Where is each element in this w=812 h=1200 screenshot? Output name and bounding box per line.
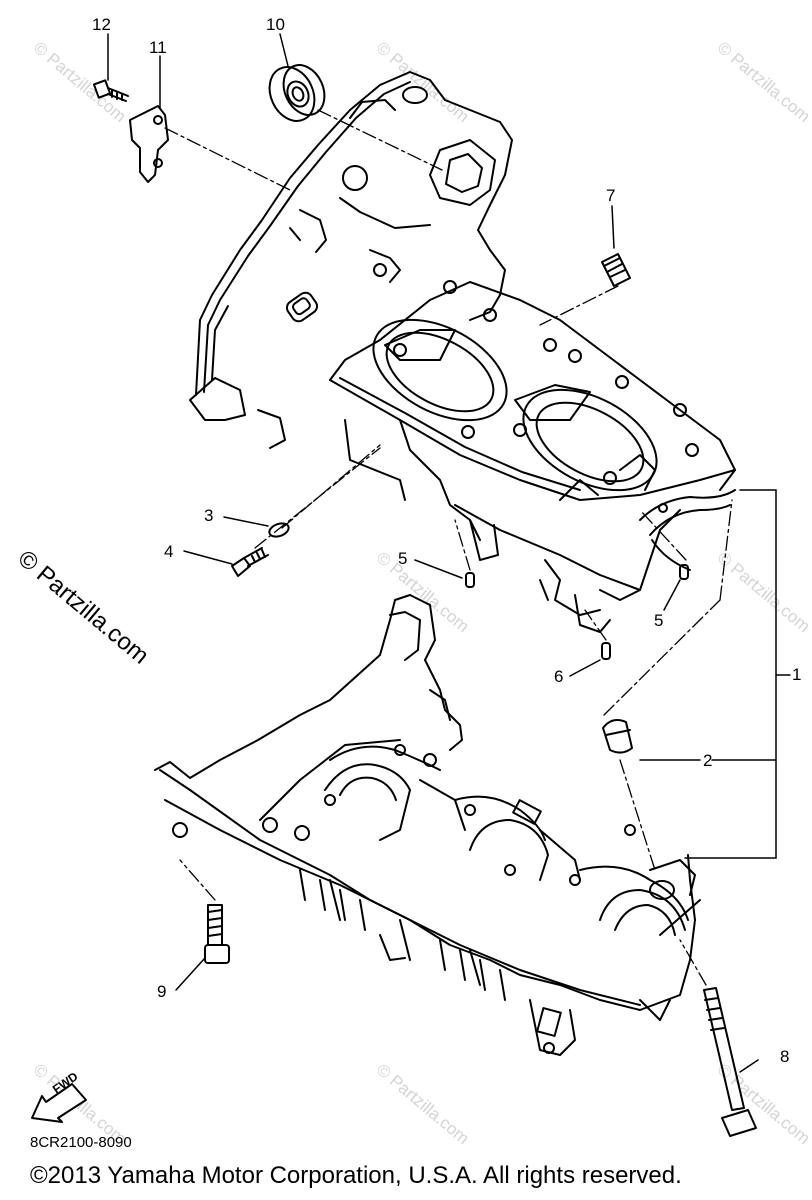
callout-2: 2 — [703, 751, 713, 770]
bolt-4 — [231, 547, 269, 577]
callout-7: 7 — [606, 186, 616, 205]
callout-8: 8 — [780, 1047, 790, 1066]
bolt-12 — [92, 79, 129, 102]
callout-5-left: 5 — [398, 549, 408, 568]
callout-11: 11 — [149, 38, 167, 57]
callout-4: 4 — [164, 542, 174, 561]
diagram-code: 8CR2100-8090 — [30, 1134, 132, 1151]
bolt-8 — [703, 987, 757, 1137]
callout-10: 10 — [266, 15, 285, 34]
dash-dot-lines — [164, 109, 733, 986]
forward-arrow-icon — [31, 1083, 87, 1123]
pin-5a — [465, 572, 475, 588]
stud-7 — [601, 253, 631, 287]
bearing-10 — [268, 64, 326, 122]
plug-2 — [602, 719, 633, 754]
callout-5-right: 5 — [654, 611, 664, 630]
callout-6: 6 — [554, 667, 564, 686]
upper-crankcase — [189, 71, 736, 633]
callout-3: 3 — [204, 506, 214, 525]
leader-lines — [107, 33, 791, 1073]
callout-9: 9 — [157, 982, 167, 1001]
pin-6 — [601, 642, 611, 660]
callout-1: 1 — [792, 665, 802, 684]
bracket-11 — [129, 105, 169, 183]
bolt-9 — [204, 904, 230, 964]
lower-crankcase — [154, 594, 701, 1056]
washer-3 — [268, 522, 290, 538]
pin-5b — [679, 564, 689, 580]
callout-12: 12 — [92, 15, 111, 34]
copyright-notice: ©2013 Yamaha Motor Corporation, U.S.A. A… — [30, 1162, 682, 1189]
